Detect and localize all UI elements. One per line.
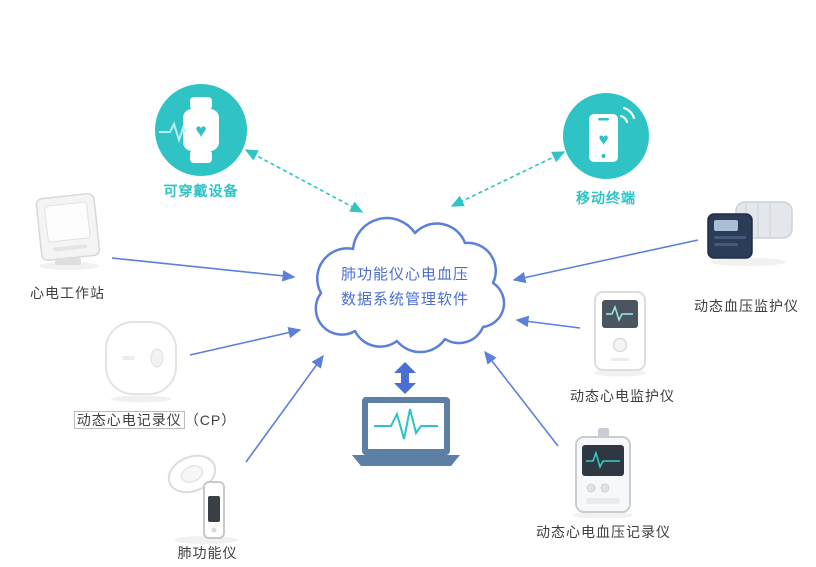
mobile-node: ♥ [563, 93, 649, 179]
ecg-wave-icon [159, 121, 187, 144]
bp-monitor-label: 动态血压监护仪 [694, 298, 799, 314]
recorder-label-main: 动态心电记录仪 [73, 411, 185, 429]
workstation-label: 心电工作站 [30, 285, 105, 301]
cloud-shape [314, 216, 506, 354]
arrow-mobile-cloud [450, 151, 566, 207]
arrow-workstation-cloud [111, 257, 296, 282]
wearable-label: 可穿戴设备 [163, 183, 239, 199]
ecg-bp-recorder-image [573, 428, 633, 519]
wearable-node: ♥ [155, 84, 247, 176]
arrow-recorder-cloud [189, 326, 302, 356]
ecg-recorder-image [105, 321, 177, 403]
spirometer-image [167, 454, 238, 544]
cloud-title: 肺功能仪心电血压 数据系统管理软件 [305, 262, 505, 312]
mobile-label: 移动终端 [576, 190, 636, 206]
heart-icon: ♥ [195, 121, 206, 142]
spirometer-label: 肺功能仪 [177, 545, 238, 561]
cloud-title-line2: 数据系统管理软件 [340, 291, 469, 308]
arrow-cloud-laptop [394, 362, 416, 394]
bp-monitor-image [707, 201, 793, 266]
smartphone-icon: ♥ [589, 114, 618, 162]
ecg-workstation-image [35, 192, 101, 270]
recorder-label-suffix: （CP） [184, 412, 237, 428]
wireless-signal-icon [619, 106, 636, 124]
heart-icon: ♥ [598, 130, 608, 149]
ecg-bp-recorder-label: 动态心电血压记录仪 [536, 524, 671, 540]
arrow-bp-monitor-cloud [512, 239, 699, 284]
arrow-ecg-monitor-cloud [515, 315, 581, 329]
arrow-ecg-bp-recorder-cloud [484, 350, 559, 447]
recorder-label: 动态心电记录仪（CP） [60, 410, 250, 430]
laptop-image [352, 397, 460, 466]
cloud-title-line1: 肺功能仪心电血压 [340, 266, 469, 283]
arrow-wearable-cloud [244, 149, 364, 213]
ecg-monitor-label: 动态心电监护仪 [570, 388, 675, 404]
arrow-spirometer-cloud [245, 354, 324, 463]
ecg-monitor-image [594, 291, 646, 377]
laptop-ecg-wave [374, 408, 438, 440]
smartwatch-icon: ♥ [183, 97, 219, 163]
